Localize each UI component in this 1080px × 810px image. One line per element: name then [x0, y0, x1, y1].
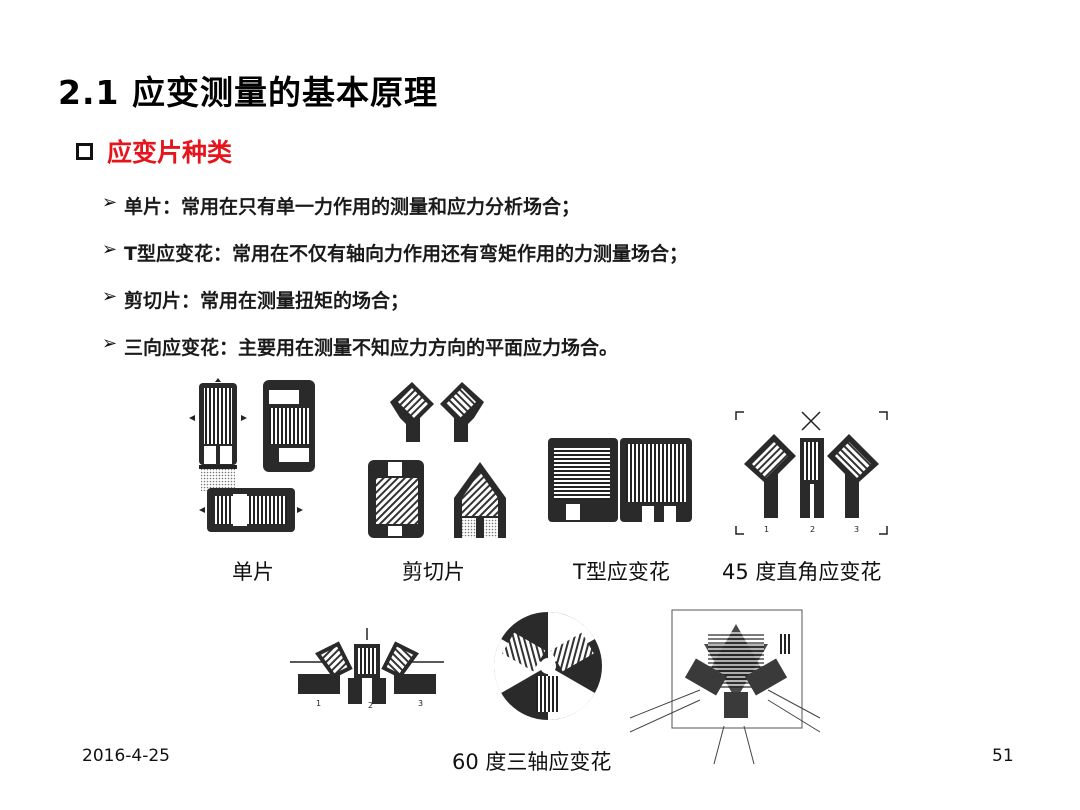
- list-item: ➢ T型应变花：常用在不仅有轴向力作用还有弯矩作用的力测量场合；: [102, 239, 688, 286]
- delta-60-rosette-figure: [493, 612, 602, 720]
- bullet-text: T型应变花：常用在不仅有轴向力作用还有弯矩作用的力测量场合；: [124, 243, 688, 265]
- planar-rosette-figure: 1 2 3: [290, 628, 444, 710]
- rect-45-label-1: 1: [764, 525, 769, 534]
- caption-single: 单片: [232, 560, 274, 584]
- shear-gauge-figure: [368, 382, 506, 538]
- planar-rosette-label-3: 3: [418, 699, 423, 708]
- planar-rosette-label-2: 2: [368, 701, 373, 710]
- list-item: ➢ 三向应变花：主要用在测量不知应力方向的平面应力场合。: [102, 333, 688, 380]
- rect-45-label-3: 3: [854, 525, 859, 534]
- section-heading-text: 应变片种类: [107, 138, 233, 167]
- rect-45-rosette-figure: 1 2 3: [735, 411, 888, 535]
- caption-t-rosette: T型应变花: [573, 560, 670, 584]
- caption-shear: 剪切片: [402, 560, 465, 584]
- caption-rect-45: 45 度直角应变花: [722, 560, 882, 584]
- t-rosette-figure: [548, 438, 692, 522]
- arrow-bullet-icon: ➢: [102, 239, 118, 260]
- rect-45-label-2: 2: [810, 525, 815, 534]
- slide-title: 2.1 应变测量的基本原理: [58, 73, 438, 112]
- arrow-bullet-icon: ➢: [102, 286, 118, 307]
- arrow-bullet-icon: ➢: [102, 192, 118, 213]
- arrow-bullet-icon: ➢: [102, 333, 118, 354]
- bullet-text: 单片：常用在只有单一力作用的测量和应力分析场合；: [124, 196, 581, 218]
- stacked-rosette-figure: [629, 609, 821, 765]
- list-item: ➢ 剪切片：常用在测量扭矩的场合；: [102, 286, 688, 333]
- bullet-text: 三向应变花：主要用在测量不知应力方向的平面应力场合。: [124, 337, 619, 359]
- section-heading: 应变片种类: [76, 133, 232, 169]
- planar-rosette-label-1: 1: [316, 699, 321, 708]
- list-item: ➢ 单片：常用在只有单一力作用的测量和应力分析场合；: [102, 192, 688, 239]
- footer-date: 2016-4-25: [82, 746, 170, 766]
- page-number: 51: [992, 746, 1014, 766]
- single-gauge-figure: [189, 378, 315, 532]
- square-bullet-icon: [76, 142, 93, 160]
- bullet-text: 剪切片：常用在测量扭矩的场合；: [124, 290, 410, 312]
- bullet-list: ➢ 单片：常用在只有单一力作用的测量和应力分析场合； ➢ T型应变花：常用在不仅有轴…: [102, 192, 688, 380]
- caption-delta-60: 60 度三轴应变花: [452, 750, 612, 774]
